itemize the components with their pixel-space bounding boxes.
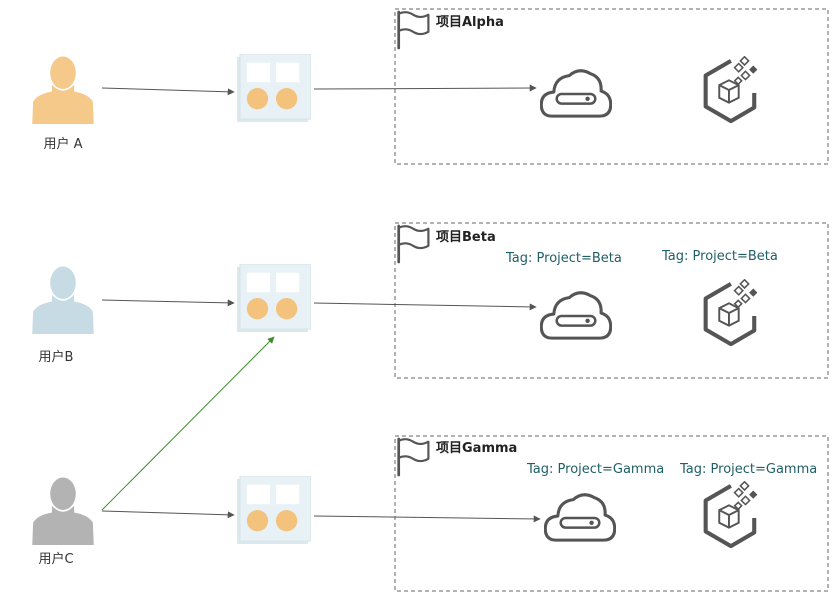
- flag-icon: [397, 437, 430, 477]
- project-beta-label: 项目Beta: [436, 230, 496, 245]
- tag-label: Tag: Project=Beta: [661, 249, 778, 264]
- user-b-label: 用户B: [39, 349, 74, 365]
- project-gamma-label: 项目Gamma: [436, 441, 517, 456]
- user-group-icon: [237, 264, 311, 332]
- arrow-user-c-to-group: [101, 510, 235, 519]
- cloud-storage-icon: [544, 493, 616, 542]
- arrow-user-a-to-group: [101, 87, 235, 96]
- arrow-user-b-to-group: [101, 299, 235, 307]
- user-group-icon: [237, 54, 311, 122]
- project-alpha-box: 项目Alpha: [394, 8, 829, 165]
- user-group-icon: [237, 476, 311, 544]
- arrow-group-to-beta: [313, 302, 537, 311]
- hexagon-cube-icon: [706, 482, 758, 546]
- user-silhouette-icon: [32, 266, 94, 334]
- arrow-group-to-gamma: [313, 515, 541, 523]
- arrow-user-c-to-group-b: [101, 336, 275, 511]
- flag-icon: [397, 224, 430, 264]
- tag-label: Tag: Project=Beta: [505, 251, 622, 266]
- user-silhouette-icon: [32, 56, 94, 124]
- user-c-label: 用户C: [38, 551, 73, 567]
- cloud-storage-icon: [540, 69, 612, 118]
- hexagon-cube-icon: [706, 57, 758, 121]
- project-beta-box: 项目Beta: [394, 222, 829, 379]
- user-silhouette-icon: [32, 477, 94, 545]
- project-alpha-label: 项目Alpha: [436, 15, 504, 30]
- cloud-storage-icon: [540, 291, 612, 340]
- tag-label: Tag: Project=Gamma: [679, 462, 817, 477]
- project-gamma-box: 项目Gamma: [394, 435, 829, 592]
- tag-label: Tag: Project=Gamma: [526, 462, 664, 477]
- user-a-label: 用户 A: [43, 136, 82, 152]
- hexagon-cube-icon: [706, 280, 758, 344]
- flag-icon: [397, 10, 430, 50]
- arrow-group-to-alpha: [313, 84, 537, 92]
